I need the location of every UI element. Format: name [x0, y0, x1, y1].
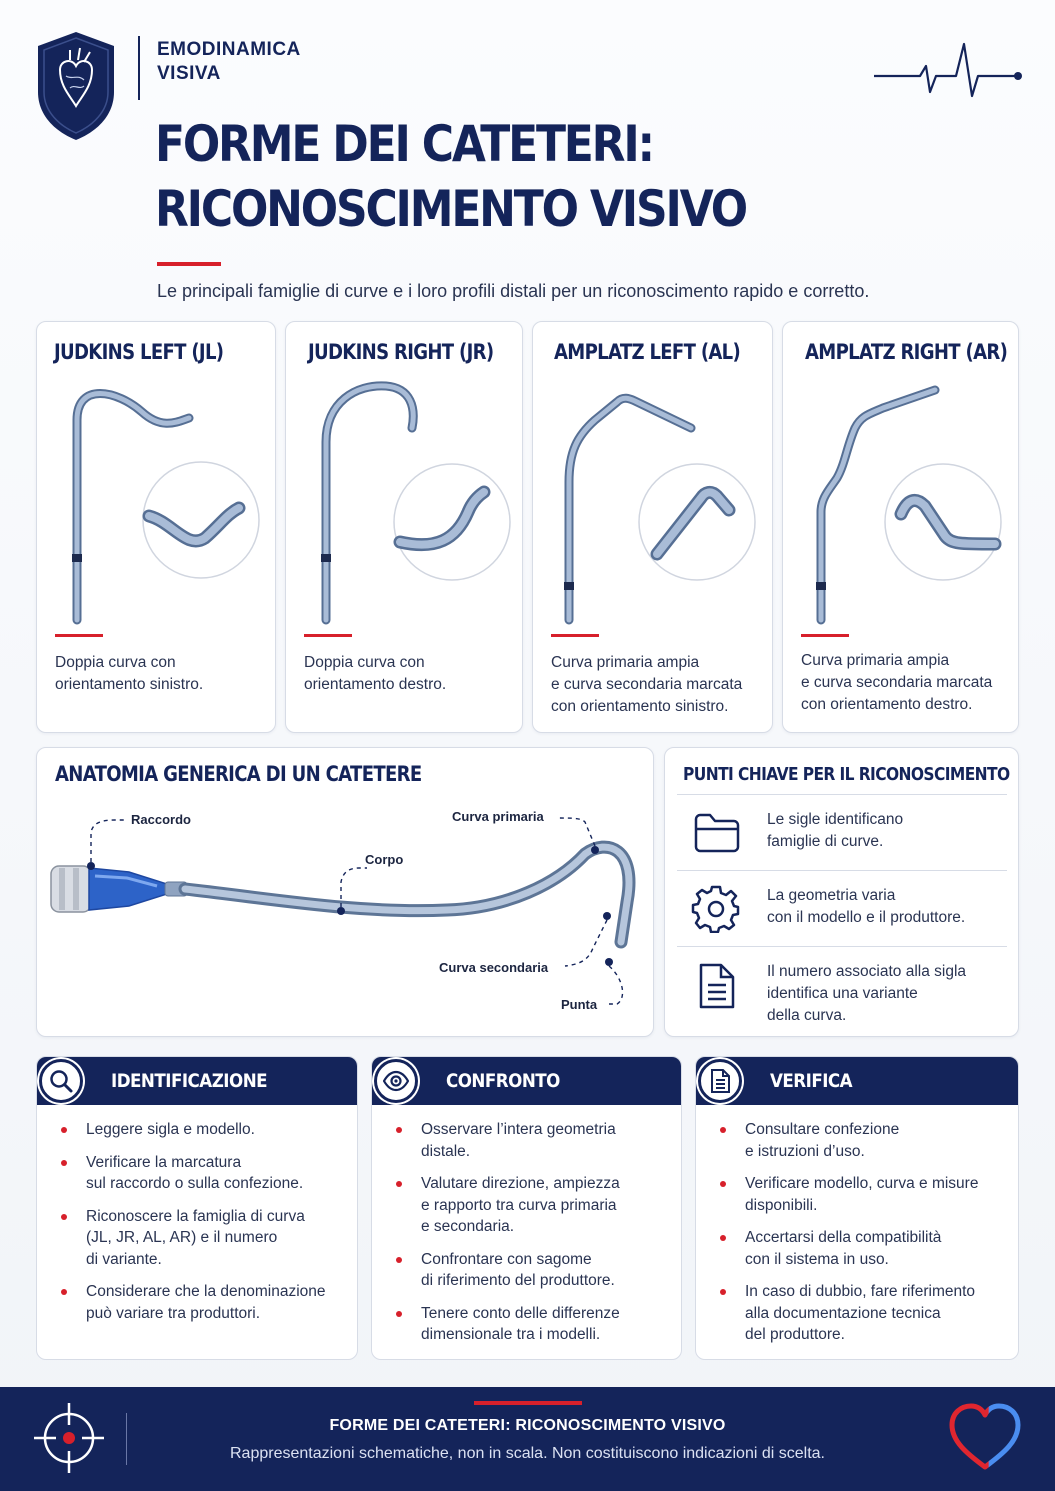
accent-bar	[551, 634, 599, 637]
page-title: FORME DEI CATETERI: RICONOSCIMENTO VISIV…	[155, 112, 748, 242]
title-accent-bar	[157, 262, 221, 266]
identificazione-card: IDENTIFICAZIONE Leggere sigla e modello.…	[36, 1056, 358, 1360]
key-point-item: La geometria varia con il modello e il p…	[677, 870, 1007, 946]
footer-note: Rappresentazioni schematiche, non in sca…	[230, 1445, 825, 1462]
gear-icon	[691, 885, 740, 933]
footer-title: FORME DEI CATETERI: RICONOSCIMENTO VISIV…	[329, 1417, 726, 1434]
label-raccordo: Raccordo	[131, 812, 191, 827]
key-point-text: Le sigle identificano famiglie di curve.	[767, 811, 904, 850]
catheter-description: Curva primaria ampia e curva secondaria …	[551, 654, 743, 715]
heart-icon	[949, 1403, 1021, 1470]
magnifier-icon	[39, 1059, 83, 1103]
list-item: Riconoscere la famiglia di curva(JL, JR,…	[59, 1206, 345, 1271]
folder-icon	[694, 813, 740, 853]
card-title: CONFRONTO	[446, 1070, 560, 1092]
catheter-card-al: AMPLATZ LEFT (AL) Curva primaria ampia e…	[532, 321, 773, 733]
card-header: CONFRONTO	[372, 1057, 681, 1105]
jr-catheter-illustration	[321, 381, 511, 625]
catheter-card-jr: JUDKINS RIGHT (JR) Doppia curva con orie…	[285, 321, 523, 733]
target-icon	[34, 1403, 104, 1473]
catheter-description: Curva primaria ampia e curva secondaria …	[801, 652, 993, 713]
key-point-item: Il numero associato alla sigla identific…	[677, 946, 1007, 1034]
catheter-card-jl: JUDKINS LEFT (JL) Doppia curva con orien…	[36, 321, 276, 733]
footer: FORME DEI CATETERI: RICONOSCIMENTO VISIV…	[0, 1387, 1055, 1491]
anatomy-title: ANATOMIA GENERICA DI UN CATETERE	[55, 762, 422, 786]
brand-line-1: EMODINAMICA	[157, 39, 301, 60]
list-item: Leggere sigla e modello.	[59, 1119, 345, 1141]
accent-bar	[801, 634, 849, 637]
card-header: IDENTIFICAZIONE	[37, 1057, 357, 1105]
key-points-card: PUNTI CHIAVE PER IL RICONOSCIMENTO Le si…	[664, 747, 1019, 1037]
footer-accent-bar	[474, 1401, 582, 1405]
heart-shield-logo	[38, 32, 114, 140]
catheter-card-title: AMPLATZ RIGHT (AR)	[805, 340, 1008, 364]
document-icon	[699, 963, 735, 1009]
key-point-text: Il numero associato alla sigla identific…	[767, 963, 967, 1024]
card-header: VERIFICA	[696, 1057, 1018, 1105]
catheter-anatomy-illustration	[50, 817, 636, 1005]
brand-name: EMODINAMICA VISIVA	[157, 38, 301, 86]
checklist: Leggere sigla e modello. Verificare la m…	[59, 1119, 345, 1335]
page-title-line-2: RICONOSCIMENTO VISIVO	[155, 180, 748, 238]
key-point-item: Le sigle identificano famiglie di curve.	[677, 794, 1007, 870]
card-title: IDENTIFICAZIONE	[111, 1070, 268, 1092]
al-catheter-illustration	[564, 393, 756, 625]
ar-catheter-illustration	[816, 385, 1002, 625]
footer-separator	[126, 1413, 127, 1465]
eye-icon	[374, 1059, 418, 1103]
anatomy-card: ANATOMIA GENERICA DI UN CATETERE	[36, 747, 654, 1037]
label-curva-secondaria: Curva secondaria	[439, 960, 549, 975]
catheter-card-title: JUDKINS RIGHT (JR)	[308, 340, 494, 364]
label-curva-primaria: Curva primaria	[452, 809, 544, 824]
page-title-line-1: FORME DEI CATETERI:	[155, 115, 655, 173]
catheter-description: Doppia curva con orientamento sinistro.	[55, 654, 204, 693]
key-point-text: La geometria varia con il modello e il p…	[767, 887, 966, 926]
key-points-title: PUNTI CHIAVE PER IL RICONOSCIMENTO	[683, 764, 1010, 785]
catheter-card-title: JUDKINS LEFT (JL)	[54, 340, 224, 364]
catheter-card-ar: AMPLATZ RIGHT (AR) Curva primaria ampia …	[782, 321, 1019, 733]
page-subtitle: Le principali famiglie di curve e i loro…	[157, 281, 870, 301]
label-corpo: Corpo	[365, 852, 404, 867]
card-title: VERIFICA	[770, 1070, 853, 1092]
accent-bar	[304, 634, 352, 637]
label-punta: Punta	[561, 997, 598, 1012]
document-icon	[698, 1059, 742, 1103]
catheter-description: Doppia curva con orientamento destro.	[304, 654, 447, 693]
brand-separator	[138, 36, 140, 100]
jl-catheter-illustration	[72, 389, 260, 625]
catheter-card-title: AMPLATZ LEFT (AL)	[554, 340, 741, 364]
brand-line-2: VISIVA	[157, 63, 221, 84]
ecg-line-icon	[874, 42, 1022, 98]
accent-bar	[55, 634, 103, 637]
